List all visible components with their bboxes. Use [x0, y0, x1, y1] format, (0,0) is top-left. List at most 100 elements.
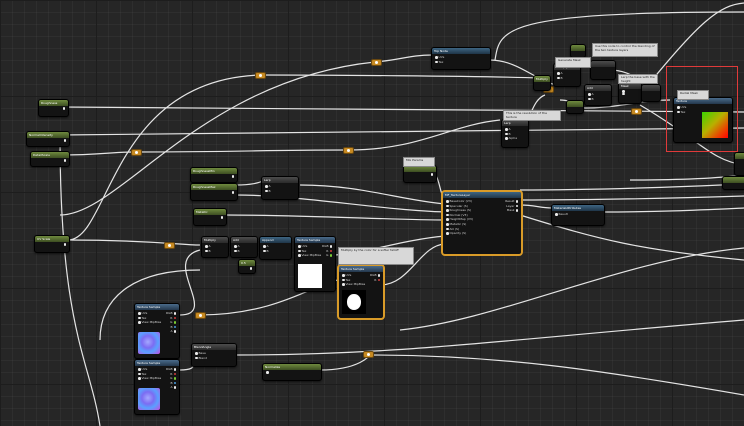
small-node-top[interactable] [570, 44, 586, 58]
input-pin-icon[interactable] [446, 227, 449, 231]
add-node[interactable]: Add A B [230, 236, 258, 258]
top-function-node[interactable]: Top Node UVs Tex [431, 47, 491, 70]
comment-bubble[interactable]: Multiply by the color for a softer fallo… [338, 247, 414, 265]
input-pin-icon[interactable] [588, 97, 591, 101]
input-pin-icon[interactable] [298, 254, 301, 257]
output-pin-icon[interactable] [231, 175, 234, 178]
input-pin-icon[interactable] [588, 93, 591, 96]
output-pin-icon[interactable] [430, 173, 433, 176]
input-pin-icon[interactable] [205, 245, 208, 248]
input-pin-icon[interactable] [342, 278, 345, 282]
input-pin-icon[interactable] [677, 110, 680, 114]
output-pin-icon[interactable] [173, 325, 176, 329]
output-pin-icon[interactable] [249, 267, 252, 270]
material-attributes-node[interactable]: MaterialAttributes Result [551, 204, 605, 226]
reroute-knot-icon[interactable] [371, 59, 382, 66]
normalize-node[interactable]: Normalize [262, 363, 322, 381]
input-pin-icon[interactable] [557, 76, 560, 80]
input-pin-icon[interactable] [263, 249, 266, 253]
reroute-knot-icon[interactable] [631, 108, 642, 115]
output-pin-icon[interactable] [173, 372, 176, 376]
texture-sample-node-white[interactable]: Texture Sample UVs Tex View MipBias RGB … [294, 236, 336, 292]
lerp-node-top[interactable]: Lerp A B [261, 176, 299, 200]
output-pin-icon[interactable] [231, 191, 234, 194]
input-pin-icon[interactable] [677, 106, 680, 109]
output-pin-icon[interactable] [329, 249, 332, 253]
scalar-node-right[interactable] [403, 165, 437, 183]
comment-bubble[interactable]: Generate Mask [555, 57, 591, 68]
small-node-mid[interactable] [590, 60, 616, 80]
multiply-node-far-right[interactable]: Mask [618, 82, 642, 104]
small-node-green[interactable] [566, 100, 584, 114]
input-pin-icon[interactable] [263, 245, 266, 248]
param-node-normal-intensity[interactable]: NormalIntensity [26, 131, 70, 147]
texture-sample-node-normal-a[interactable]: Texture Sample UVs Tex View MipBias RGB … [134, 303, 180, 359]
texture-sample-node-normal-b[interactable]: Texture Sample UVs Tex View MipBias RGB … [134, 359, 180, 415]
input-pin-icon[interactable] [555, 213, 558, 216]
input-pin-icon[interactable] [435, 56, 438, 59]
scalar-node-small[interactable]: 0.5 [238, 259, 256, 274]
comment-bubble[interactable]: This is the resolution of the texture [503, 110, 561, 121]
input-pin-icon[interactable] [138, 377, 141, 380]
output-pin-icon[interactable] [173, 381, 176, 385]
input-pin-icon[interactable] [342, 274, 345, 277]
output-pin-icon[interactable] [63, 159, 66, 162]
small-node-bottom[interactable] [641, 84, 661, 102]
reroute-knot-icon[interactable] [343, 147, 354, 154]
output-pin-icon[interactable] [63, 139, 66, 142]
input-pin-icon[interactable] [622, 92, 625, 95]
input-pin-icon[interactable] [446, 200, 449, 203]
output-pin-icon[interactable] [173, 330, 176, 333]
input-pin-icon[interactable] [138, 372, 141, 376]
input-pin-icon[interactable] [205, 249, 208, 253]
output-pin-icon[interactable] [515, 209, 518, 212]
output-pin-icon[interactable] [173, 368, 176, 371]
texture-sample-node-circle[interactable]: Texture Sample UVs Tex View MipBias RGB … [338, 265, 384, 319]
input-pin-icon[interactable] [446, 209, 449, 212]
input-pin-icon[interactable] [446, 218, 449, 221]
comment-bubble[interactable]: Use this node to control the blending of… [592, 43, 658, 57]
input-pin-icon[interactable] [446, 213, 449, 217]
input-pin-icon[interactable] [622, 90, 625, 93]
input-pin-icon[interactable] [195, 356, 198, 360]
input-pin-icon[interactable] [234, 249, 237, 253]
input-pin-icon[interactable] [265, 189, 268, 193]
output-pin-icon[interactable] [329, 254, 332, 257]
reroute-knot-icon[interactable] [363, 351, 374, 358]
input-pin-icon[interactable] [505, 137, 508, 140]
output-pin-icon[interactable] [173, 386, 176, 389]
add-node-right[interactable]: Add A B [584, 84, 612, 106]
output-pin-icon[interactable] [515, 200, 518, 203]
cut-off-node-a[interactable] [734, 152, 744, 176]
param-node-roughness[interactable]: Roughness [38, 99, 69, 117]
reroute-knot-icon[interactable] [195, 312, 206, 319]
input-pin-icon[interactable] [446, 223, 449, 226]
multiply-node[interactable]: Multiply A B [201, 236, 229, 258]
const-node-roughness-min[interactable]: RoughnessMin [190, 167, 238, 183]
comment-bubble[interactable]: Radial Mask [677, 90, 709, 100]
input-pin-icon[interactable] [342, 283, 345, 286]
output-pin-icon[interactable] [173, 312, 176, 315]
input-pin-icon[interactable] [298, 249, 301, 253]
input-pin-icon[interactable] [138, 316, 141, 320]
input-pin-icon[interactable] [446, 204, 449, 208]
comment-bubble[interactable]: Lerp the base with the height [618, 74, 658, 84]
append-node[interactable]: Append A B [259, 236, 292, 260]
lerp-node-right[interactable]: Lerp A B Alpha [501, 119, 529, 148]
material-function-node[interactable]: MF_TextureLayer BaseColor (V3) Specular … [442, 191, 522, 255]
output-pin-icon[interactable] [63, 243, 66, 246]
output-pin-icon[interactable] [173, 316, 176, 320]
input-pin-icon[interactable] [234, 245, 237, 248]
output-pin-icon[interactable] [62, 107, 65, 110]
output-pin-icon[interactable] [377, 278, 380, 282]
input-pin-icon[interactable] [505, 132, 508, 136]
input-pin-icon[interactable] [557, 72, 560, 75]
blend-angle-node[interactable]: BlendAngle Base Blend [191, 343, 237, 367]
output-pin-icon[interactable] [173, 321, 176, 324]
input-pin-icon[interactable] [265, 185, 268, 188]
input-pin-icon[interactable] [505, 128, 508, 131]
multiply-node-right-a[interactable]: Multiply [533, 75, 551, 91]
input-pin-icon[interactable] [138, 368, 141, 371]
input-pin-icon[interactable] [435, 60, 438, 64]
texture-preview-node[interactable]: Texture UVs Tex [673, 97, 733, 143]
